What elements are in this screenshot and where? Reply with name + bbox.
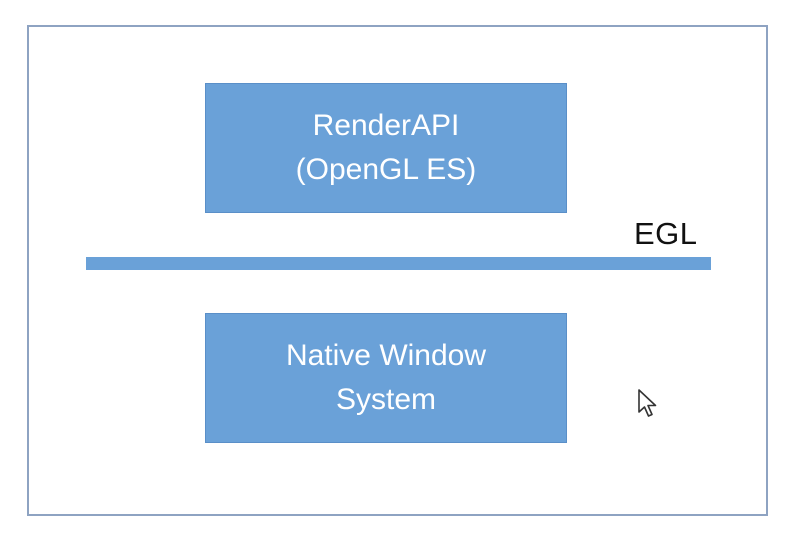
native-window-line1: Native Window	[285, 339, 487, 372]
render-api-box: RenderAPI (OpenGL ES)	[205, 83, 567, 213]
egl-divider-bar	[86, 257, 711, 270]
render-api-line1: RenderAPI	[312, 109, 460, 142]
native-window-system-box: Native Window System	[205, 313, 567, 443]
mouse-pointer-icon	[638, 389, 657, 417]
native-window-line2: System	[335, 383, 437, 416]
egl-label: EGL	[634, 216, 698, 251]
render-api-line2: (OpenGL ES)	[295, 153, 477, 186]
